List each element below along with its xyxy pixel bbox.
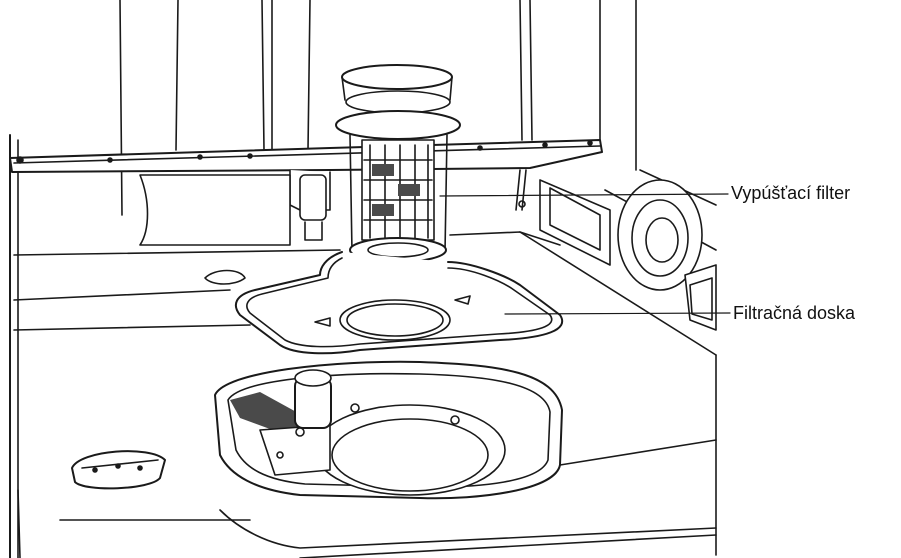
leader-drain-filter bbox=[439, 193, 729, 197]
small-clip bbox=[204, 269, 246, 285]
spray-arm bbox=[9, 139, 603, 246]
sump-assembly bbox=[214, 360, 563, 500]
label-drain-filter: Vypúšťací filter bbox=[731, 183, 851, 203]
loose-cap bbox=[71, 450, 166, 490]
callout-lines bbox=[439, 193, 731, 315]
drain-filter bbox=[335, 64, 461, 263]
leader-filter-plate bbox=[504, 312, 731, 315]
label-filter-plate: Filtračná doska bbox=[733, 303, 856, 323]
tub-floor bbox=[17, 439, 717, 558]
filter-plate bbox=[234, 251, 563, 355]
side-wall-details bbox=[539, 179, 717, 331]
